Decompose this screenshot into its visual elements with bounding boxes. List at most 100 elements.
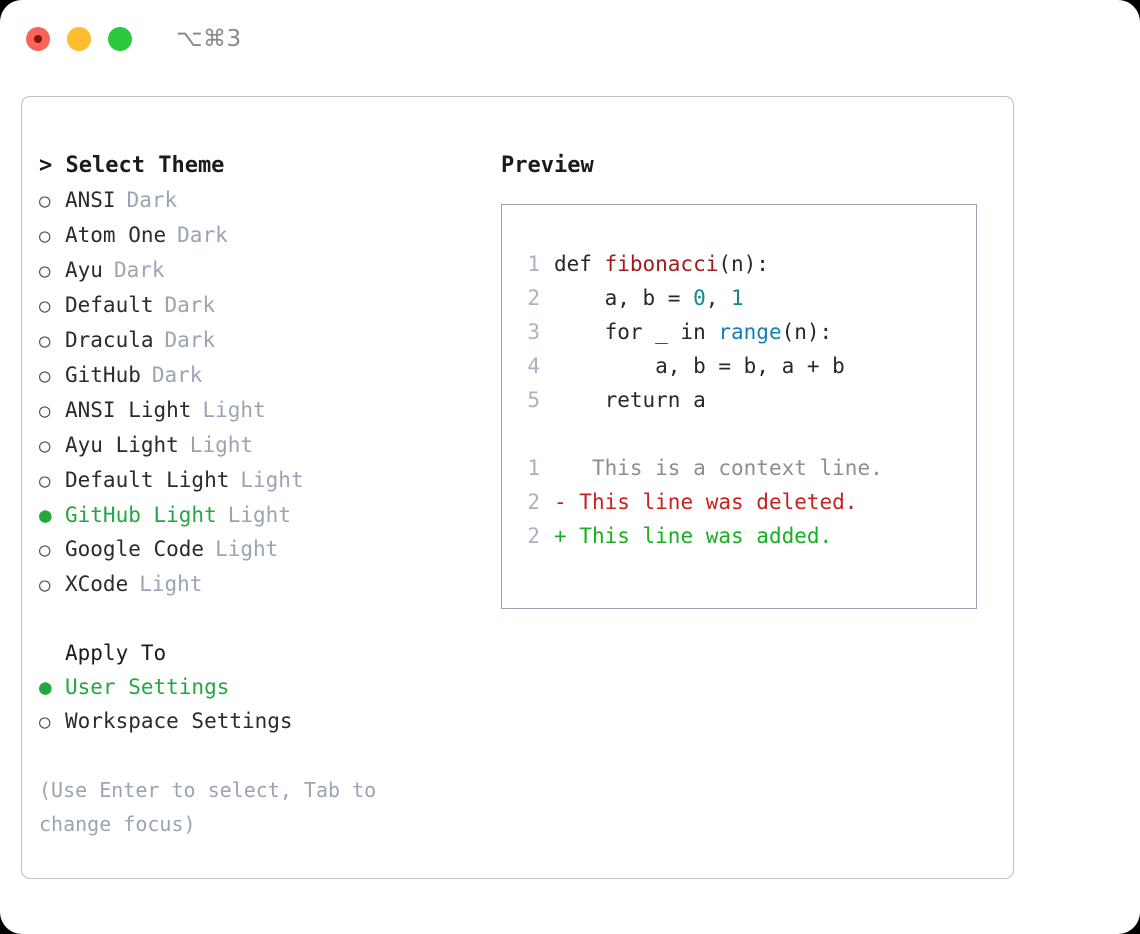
keyboard-hint-text: (Use Enter to select, Tab to change focu… — [39, 778, 389, 836]
theme-variant-tag: Dark — [151, 363, 203, 387]
line-number: 1 — [527, 456, 540, 480]
code-text: a, b = 0, 1 — [554, 281, 744, 315]
radio-selected-icon: ● — [39, 503, 52, 527]
theme-name: Default Light — [65, 468, 230, 492]
theme-list-item[interactable]: ○ XCode Light — [39, 567, 489, 602]
radio-unselected-icon: ○ — [39, 225, 51, 247]
radio-unselected-icon: ○ — [39, 190, 51, 212]
apply-to-label: Workspace Settings — [65, 709, 293, 733]
theme-list-item[interactable]: ○ Default Light Light — [39, 463, 489, 498]
line-number: 2 — [527, 490, 540, 514]
theme-list-item[interactable]: ○ Google Code Light — [39, 532, 489, 567]
apply-to-label: User Settings — [65, 675, 230, 699]
code-line: 3 for _ in range(n): — [514, 315, 976, 349]
radio-unselected-icon: ○ — [39, 470, 51, 492]
window-controls — [26, 27, 132, 51]
code-token-num: 1 — [731, 286, 744, 310]
theme-name: GitHub — [65, 363, 141, 387]
code-token-plain: a, b = — [554, 286, 694, 310]
apply-to-item[interactable]: ● User Settings — [39, 670, 489, 704]
theme-name: XCode — [65, 572, 129, 596]
recording-indicator-icon — [34, 35, 42, 43]
radio-selected-icon: ● — [39, 675, 52, 699]
code-line: 1 def fibonacci(n): — [514, 247, 976, 281]
radio-unselected-icon: ○ — [39, 295, 51, 317]
radio-unselected-icon: ○ — [39, 574, 51, 596]
theme-list-item[interactable]: ○ Atom One Dark — [39, 218, 489, 253]
apply-to-section: Apply To ●User Settings○Workspace Settin… — [39, 636, 489, 739]
preview-heading: Preview — [501, 153, 594, 178]
theme-name: Ayu Light — [65, 433, 179, 457]
line-number: 2 — [527, 524, 540, 548]
theme-name: Atom One — [65, 223, 167, 247]
theme-name: ANSI — [65, 188, 116, 212]
code-diff-separator — [514, 417, 976, 451]
theme-list-item[interactable]: ● GitHub Light Light — [39, 498, 489, 532]
line-number: 4 — [527, 354, 540, 378]
code-token-plain: a, b = b, a + b — [554, 354, 845, 378]
theme-variant-tag: Light — [139, 572, 203, 596]
code-text: for _ in range(n): — [554, 315, 833, 349]
select-theme-heading: > Select Theme — [39, 153, 225, 178]
diff-sample: 1 This is a context line.2- This line wa… — [514, 451, 976, 553]
code-line: 2 a, b = 0, 1 — [514, 281, 976, 315]
code-token-plain: return a — [554, 388, 706, 412]
theme-variant-tag: Light — [215, 537, 279, 561]
theme-name: Dracula — [65, 328, 154, 352]
theme-variant-tag: Dark — [164, 328, 216, 352]
theme-name: Ayu — [65, 258, 103, 282]
diff-text: This line was added. — [566, 524, 833, 548]
code-text: def fibonacci(n): — [554, 247, 769, 281]
code-token-call: range — [718, 320, 782, 344]
title-bar: ⌥⌘3 — [0, 0, 1140, 78]
theme-name: GitHub Light — [65, 503, 217, 527]
diff-marker: + — [554, 524, 567, 548]
radio-unselected-icon: ○ — [39, 400, 51, 422]
line-number: 5 — [527, 388, 540, 412]
theme-list-item[interactable]: ○ GitHub Dark — [39, 358, 489, 393]
code-token-plain: (n): — [781, 320, 833, 344]
diff-line: 2 + This line was added. — [514, 519, 976, 553]
theme-list-item[interactable]: ○ Ayu Light Light — [39, 428, 489, 463]
code-token-num: 0 — [693, 286, 706, 310]
radio-unselected-icon: ○ — [39, 260, 51, 282]
diff-text: This is a context line. — [566, 456, 883, 480]
code-token-plain: for _ in — [554, 320, 719, 344]
line-number: 3 — [527, 320, 540, 344]
code-token-plain: (n): — [718, 252, 769, 276]
theme-variant-tag: Light — [240, 468, 304, 492]
keyboard-shortcut-label: ⌥⌘3 — [176, 26, 242, 52]
code-token-plain: def — [554, 252, 605, 276]
theme-variant-tag: Light — [189, 433, 254, 457]
close-button[interactable] — [26, 27, 50, 51]
apply-to-item[interactable]: ○Workspace Settings — [39, 704, 489, 739]
minimize-button[interactable] — [67, 27, 91, 51]
theme-list-item[interactable]: ○ ANSI Dark — [39, 183, 489, 218]
diff-marker — [554, 451, 567, 485]
theme-list-item[interactable]: ○ Dracula Dark — [39, 323, 489, 358]
apply-to-list: ● User Settings ○Workspace Settings — [39, 670, 489, 739]
theme-name: Google Code — [65, 537, 205, 561]
radio-unselected-icon: ○ — [39, 365, 51, 387]
code-line: 4 a, b = b, a + b — [514, 349, 976, 383]
radio-unselected-icon: ○ — [39, 539, 51, 561]
theme-variant-tag: Light — [202, 398, 266, 422]
line-number: 1 — [527, 252, 540, 276]
radio-unselected-icon: ○ — [39, 435, 51, 457]
theme-variant-tag: Dark — [126, 188, 178, 212]
radio-unselected-icon: ○ — [39, 330, 51, 352]
code-token-plain: , — [705, 286, 732, 310]
code-text: a, b = b, a + b — [554, 349, 845, 383]
zoom-button[interactable] — [108, 27, 132, 51]
theme-variant-tag: Light — [227, 503, 291, 527]
theme-variant-tag: Dark — [177, 223, 228, 247]
